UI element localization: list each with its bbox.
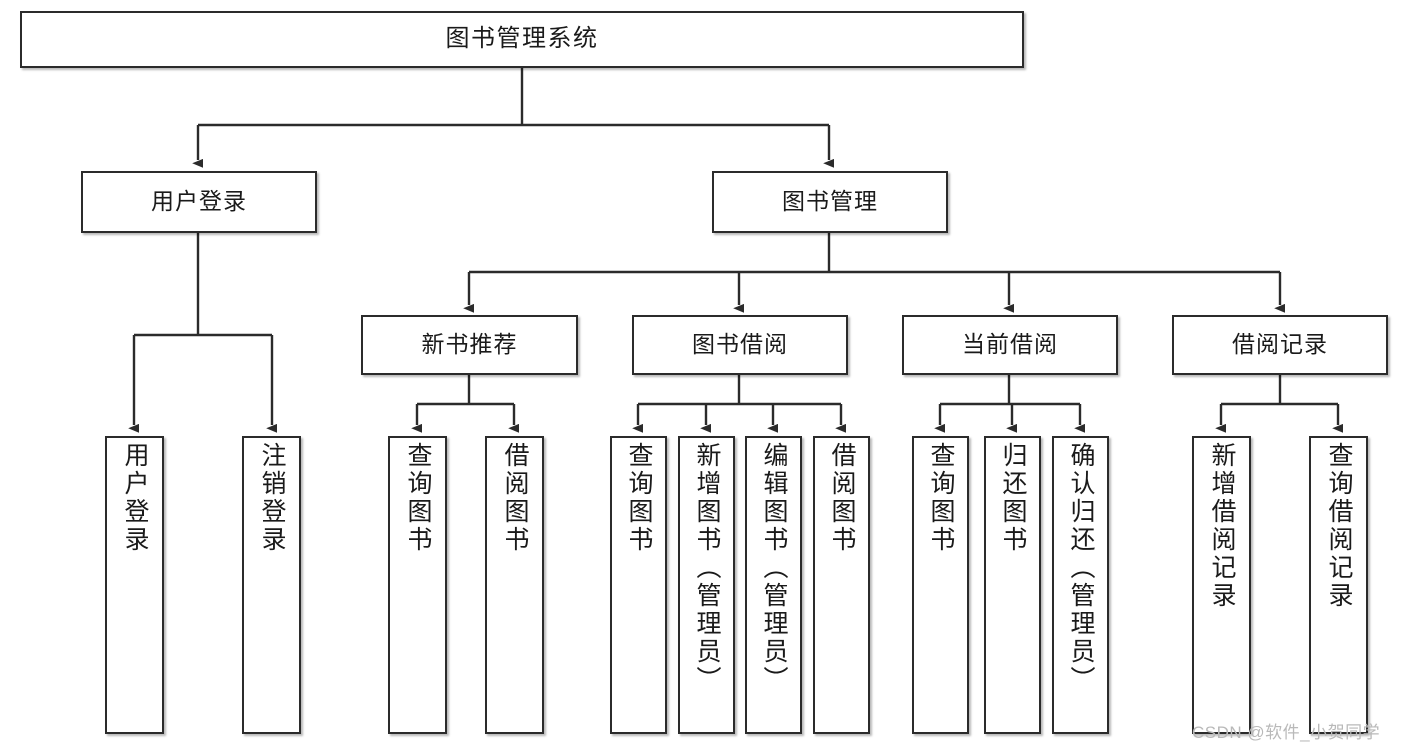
node-label: 借阅图书 — [828, 442, 856, 554]
node-label: 借阅记录 — [1232, 331, 1328, 358]
node-label: 归还图书 — [999, 442, 1027, 554]
node-label: 图书借阅 — [692, 331, 788, 358]
node-label: 用户登录 — [121, 442, 149, 554]
node-borrow-book-action[interactable]: 借阅图书 — [813, 436, 870, 734]
node-label: 查询图书 — [404, 442, 432, 554]
node-label: 确认归还（管理员） — [1067, 442, 1095, 694]
csdn-watermark: CSDN @软件_小贺同学 — [1192, 723, 1381, 742]
node-user-login[interactable]: 用户登录 — [81, 171, 317, 233]
node-user-login-action[interactable]: 用户登录 — [105, 436, 164, 734]
node-return-book[interactable]: 归还图书 — [984, 436, 1041, 734]
node-label: 图书管理系统 — [445, 25, 599, 53]
node-confirm-return-admin[interactable]: 确认归还（管理员） — [1052, 436, 1109, 734]
node-query-book-current[interactable]: 查询图书 — [912, 436, 969, 734]
node-user-logout-action[interactable]: 注销登录 — [242, 436, 301, 734]
node-query-borrow-record[interactable]: 查询借阅记录 — [1309, 436, 1368, 734]
node-label: 编辑图书（管理员） — [760, 442, 788, 694]
node-borrow-record[interactable]: 借阅记录 — [1172, 315, 1388, 375]
node-borrow-book-recommend[interactable]: 借阅图书 — [485, 436, 544, 734]
node-new-book-recommend[interactable]: 新书推荐 — [361, 315, 578, 375]
node-label: 当前借阅 — [962, 331, 1058, 358]
node-add-borrow-record[interactable]: 新增借阅记录 — [1192, 436, 1251, 734]
node-label: 查询借阅记录 — [1325, 442, 1353, 610]
node-label: 注销登录 — [258, 442, 286, 554]
node-label: 图书管理 — [782, 188, 878, 215]
node-label: 新书推荐 — [421, 331, 518, 358]
node-book-borrow[interactable]: 图书借阅 — [632, 315, 848, 375]
node-label: 借阅图书 — [501, 442, 529, 554]
node-current-borrow[interactable]: 当前借阅 — [902, 315, 1118, 375]
node-edit-book-admin[interactable]: 编辑图书（管理员） — [745, 436, 802, 734]
node-label: 新增借阅记录 — [1208, 442, 1236, 610]
node-book-manage[interactable]: 图书管理 — [712, 171, 948, 233]
node-label: 查询图书 — [927, 442, 955, 554]
node-label: 查询图书 — [625, 442, 653, 554]
node-label: 用户登录 — [151, 188, 247, 215]
node-root-book-management-system[interactable]: 图书管理系统 — [20, 11, 1024, 68]
node-query-book-borrow[interactable]: 查询图书 — [610, 436, 667, 734]
node-query-book-recommend[interactable]: 查询图书 — [388, 436, 447, 734]
node-add-book-admin[interactable]: 新增图书（管理员） — [678, 436, 735, 734]
node-label: 新增图书（管理员） — [693, 442, 721, 694]
